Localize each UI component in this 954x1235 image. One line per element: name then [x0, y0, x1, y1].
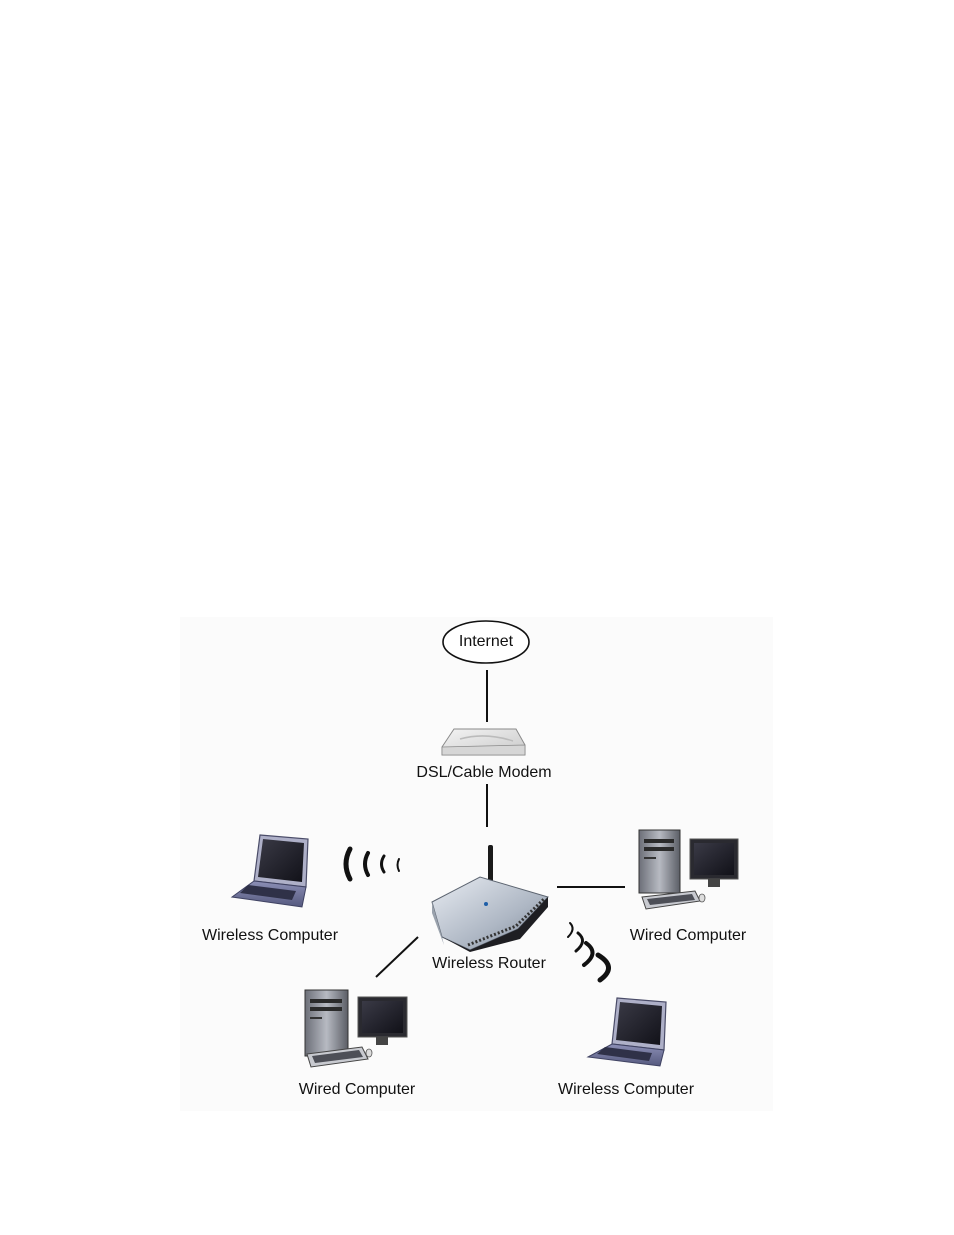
modem-label: DSL/Cable Modem	[416, 764, 552, 781]
modem-icon	[441, 728, 526, 756]
internet-label: Internet	[458, 633, 514, 650]
desktop-computer-icon	[304, 989, 408, 1068]
wireless-signal-icon	[343, 846, 400, 882]
wireless-computer-left-label: Wireless Computer	[201, 927, 339, 944]
wired-computer-right-label: Wired Computer	[629, 927, 747, 944]
laptop-icon	[230, 834, 309, 908]
network-diagram: Internet DSL/Cable Modem Wireless Comput…	[180, 617, 773, 1111]
desktop-computer-icon	[638, 829, 739, 910]
diagram-canvas	[230, 620, 739, 1068]
link-router-wired-bottom	[375, 936, 419, 978]
wireless-computer-bottom-label: Wireless Computer	[557, 1081, 695, 1098]
wireless-router-icon	[431, 845, 549, 952]
router-label: Wireless Router	[432, 955, 546, 972]
internet-cloud	[442, 620, 530, 664]
wireless-signal-icon	[567, 922, 611, 983]
laptop-icon	[586, 997, 667, 1067]
wired-computer-bottom-label: Wired Computer	[298, 1081, 416, 1098]
